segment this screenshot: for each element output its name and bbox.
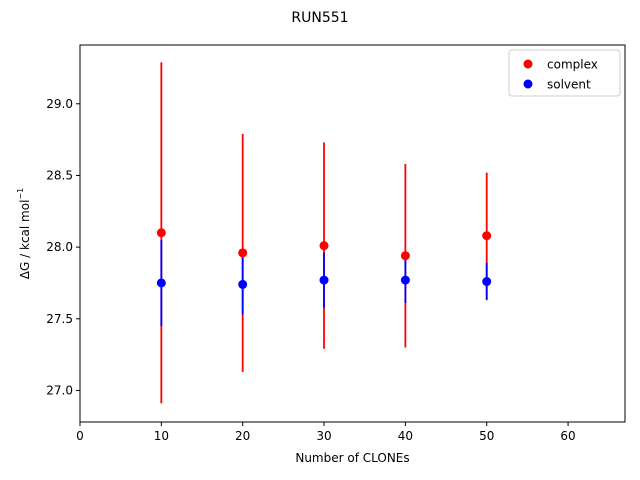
complex-point [400, 251, 410, 261]
x-tick-label: 0 [76, 429, 84, 443]
y-tick-label: 28.5 [46, 168, 73, 182]
x-tick-label: 20 [235, 429, 250, 443]
y-tick-label: 28.0 [46, 240, 73, 254]
legend-label-solvent: solvent [547, 78, 591, 92]
x-axis-ticks: 0 10 20 30 40 50 60 [76, 422, 576, 443]
x-tick-label: 30 [316, 429, 331, 443]
legend: complex solvent [508, 49, 621, 97]
x-tick-label: 40 [398, 429, 413, 443]
y-axis-label-main: ΔG / kcal mol [18, 200, 32, 280]
solvent-point [156, 278, 166, 288]
y-axis-label-superscript: −1 [16, 188, 25, 200]
solvent-point [238, 279, 248, 289]
solvent-point [482, 277, 492, 287]
solvent-point [319, 275, 329, 285]
solvent-point [400, 275, 410, 285]
y-axis-ticks: 27.0 27.5 28.0 28.5 29.0 [46, 97, 80, 397]
y-tick-label: 29.0 [46, 97, 73, 111]
plot-area [80, 45, 625, 422]
data-points [156, 228, 492, 289]
legend-label-complex: complex [547, 58, 598, 72]
complex-point [482, 231, 492, 241]
y-axis-label: ΔG / kcal mol−1 [16, 188, 32, 279]
x-tick-label: 50 [479, 429, 494, 443]
complex-point [319, 241, 329, 251]
x-tick-label: 10 [154, 429, 169, 443]
plot-border [79, 44, 626, 423]
y-tick-label: 27.0 [46, 383, 73, 397]
legend-marker-complex [523, 59, 533, 69]
y-tick-label: 27.5 [46, 312, 73, 326]
complex-point [156, 228, 166, 238]
complex-point [238, 248, 248, 258]
chart-title: RUN551 [291, 10, 348, 26]
x-tick-label: 60 [560, 429, 575, 443]
legend-marker-solvent [523, 79, 533, 89]
legend-box [508, 49, 621, 97]
x-axis-label: Number of CLONEs [295, 451, 409, 465]
